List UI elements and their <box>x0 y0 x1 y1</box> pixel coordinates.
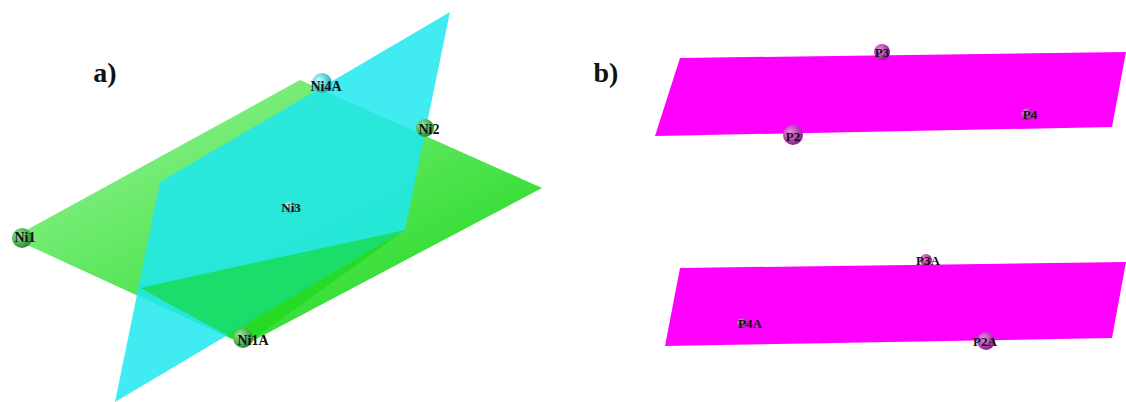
atom-label: Ni3 <box>281 201 301 214</box>
atom-label: Ni1A <box>237 334 268 348</box>
panel-label: b) <box>594 59 619 87</box>
p-atom <box>783 125 803 145</box>
atom-label: Ni4A <box>310 80 341 94</box>
atom-label: P3 <box>875 46 889 59</box>
atom-label: P2 <box>786 130 800 143</box>
atom-label: P3A <box>916 254 940 267</box>
atom-label: Ni1 <box>15 231 36 245</box>
atom-label: P4 <box>1023 108 1037 121</box>
panel-label: a) <box>93 59 116 87</box>
atom-label: P4A <box>738 317 762 330</box>
cyan-plane <box>115 12 450 402</box>
atom-label: Ni2 <box>419 123 440 137</box>
p-atom <box>874 44 890 60</box>
p-plane <box>665 262 1126 346</box>
green-plane-front <box>140 230 405 345</box>
atom-label: P2A <box>973 335 997 348</box>
p-plane <box>655 52 1126 136</box>
